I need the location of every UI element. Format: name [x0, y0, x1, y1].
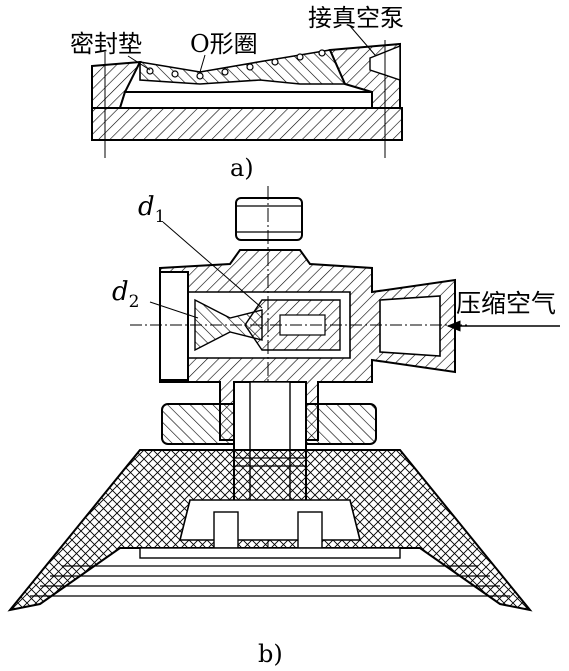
figure-b-ejector-cup: d1 d2 压缩空气 b)	[7, 186, 560, 668]
o-ring-leader	[199, 54, 206, 73]
cup-cavity	[178, 499, 362, 541]
gasket-strip	[139, 49, 347, 85]
d1-label: d1	[138, 192, 165, 227]
figure-a-caption: a)	[230, 154, 254, 182]
figure-a-suction-plate: 密封垫 O形圈 接真空泵 a)	[70, 4, 404, 182]
o-ring-label: O形圈	[190, 30, 258, 58]
o-ring-row	[146, 49, 326, 80]
top-cap	[235, 197, 303, 241]
gasket-leader	[127, 55, 151, 71]
d2-label: d2	[112, 277, 139, 312]
d1-leader	[162, 221, 263, 309]
air-inlet	[379, 295, 441, 357]
vacuum-leader	[349, 25, 376, 56]
d2-leader	[149, 301, 199, 319]
bolt-right	[297, 511, 323, 549]
left-end-cap	[159, 271, 189, 381]
base-plate	[91, 107, 403, 141]
bolt-left	[213, 511, 239, 549]
vacuum-cavity	[118, 91, 373, 109]
vacuum-pump-label: 接真空泵	[308, 4, 404, 32]
gasket-label: 密封垫	[70, 30, 142, 58]
compressed-air-label: 压缩空气	[456, 289, 556, 318]
cup-base-plate	[139, 547, 401, 559]
figure-b-caption: b)	[258, 640, 283, 668]
cup-lip-lines	[30, 565, 510, 597]
